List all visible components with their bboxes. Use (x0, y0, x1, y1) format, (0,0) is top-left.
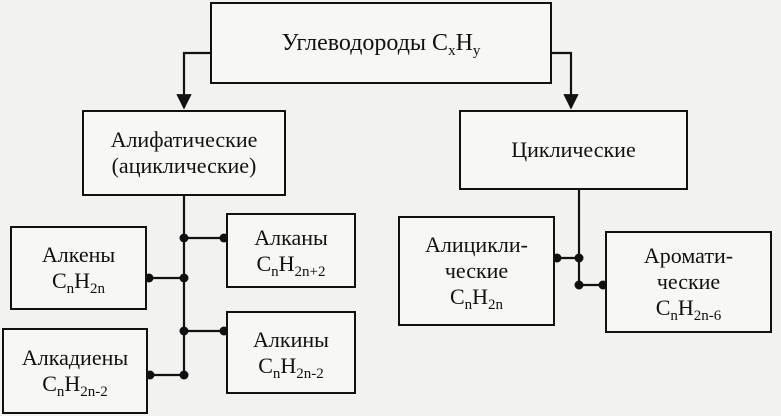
formula-h-subscript: 2n-6 (693, 307, 722, 324)
formula-c: C (256, 250, 272, 276)
formula-c-subscript: n (271, 263, 279, 280)
formula-h: H (472, 283, 489, 309)
alicyclic-formula: CnH2n (449, 283, 504, 313)
formula-h: H (74, 268, 91, 293)
formula-c: C (258, 352, 273, 378)
formula-h: H (64, 371, 81, 396)
formula-c-subscript: n (464, 296, 473, 313)
alicyclic-label-continued: ческие (444, 258, 509, 284)
alkadienes-label: Алкадиены (21, 345, 129, 371)
alkanes-box: Алканы CnH2n+2 (226, 213, 356, 288)
alkenes-box: Алкены CnH2n (10, 226, 147, 310)
formula-h-subscript: 2n-2 (296, 365, 324, 382)
alkanes-formula: CnH2n+2 (256, 250, 326, 280)
alkynes-formula: CnH2n-2 (258, 352, 324, 382)
alicyclic-box: Алицикли- ческие CnH2n (398, 216, 555, 326)
alkadienes-box: Алкадиены CnH2n-2 (2, 328, 148, 414)
connector-root-cyclic (552, 51, 579, 110)
aromatic-formula: CnH2n-6 (655, 294, 722, 324)
aliphatic-box: Алифатические (ациклические) (82, 110, 286, 196)
formula-c-subscript: x (448, 42, 456, 59)
alicyclic-label: Алицикли- (425, 232, 528, 258)
junction-dot (574, 280, 584, 290)
hydrocarbons-label: Углеводороды (281, 29, 427, 56)
alkynes-box: Алкины CnH2n-2 (226, 311, 356, 394)
aromatic-label: Аромати- (643, 243, 734, 269)
junction-dot (574, 253, 584, 263)
hydrocarbons-box: Углеводороды CxHy (210, 2, 552, 84)
formula-h: H (677, 294, 694, 320)
formula-c-subscript: n (56, 384, 65, 400)
formula-h-subscript: y (472, 42, 481, 59)
formula-c: C (655, 294, 671, 320)
formula-h: H (455, 29, 473, 56)
formula-c: C (51, 268, 67, 293)
formula-c-subscript: n (670, 307, 678, 324)
aromatic-box: Аромати- ческие CnH2n-6 (605, 231, 772, 333)
formula-c: C (432, 29, 449, 56)
aliphatic-sublabel: (ациклические) (111, 153, 257, 178)
alkenes-label: Алкены (41, 242, 116, 268)
junction-dot (179, 370, 189, 380)
formula-h-subscript: 2n-2 (80, 384, 108, 400)
aliphatic-label: Алифатические (110, 127, 258, 153)
formula-c-subscript: n (272, 365, 281, 382)
formula-c: C (42, 371, 57, 396)
alkadienes-formula: CnH2n-2 (42, 371, 108, 400)
alkynes-label: Алкины (253, 326, 329, 352)
formula-h-subscript: 2n+2 (294, 263, 326, 280)
formula-c: C (449, 283, 465, 309)
hydrocarbons-title: Углеводороды CxHy (281, 29, 481, 59)
alkenes-formula: CnH2n (51, 268, 106, 297)
connector-root-aliphatic (176, 51, 210, 110)
formula-h: H (280, 352, 297, 378)
aromatic-label-continued: ческие (656, 269, 721, 295)
formula-h-subscript: 2n (488, 296, 504, 313)
cyclic-label: Циклические (511, 137, 636, 163)
junction-dot (179, 273, 189, 283)
junction-dot (179, 326, 189, 336)
cyclic-box: Циклические (459, 110, 688, 190)
hydrocarbons-formula: CxHy (432, 29, 481, 59)
formula-h: H (278, 250, 295, 276)
formula-h-subscript: 2n (90, 281, 106, 297)
alkanes-label: Алканы (254, 224, 328, 250)
junction-dot (179, 233, 189, 243)
formula-c-subscript: n (66, 281, 75, 297)
